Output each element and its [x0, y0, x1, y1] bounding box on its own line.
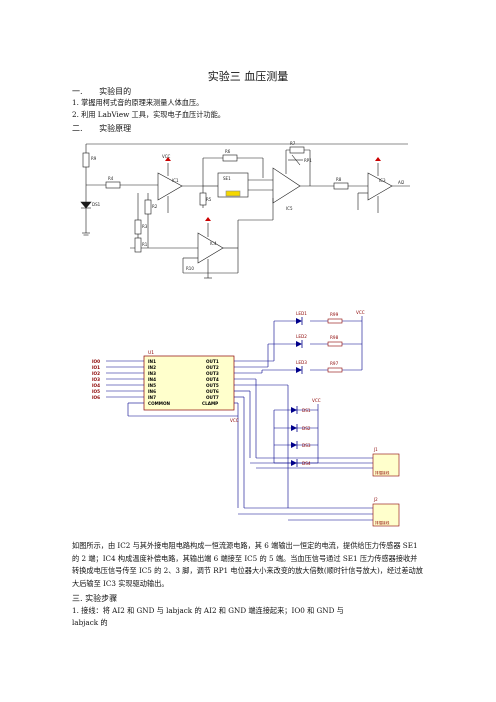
pin-in6: IN6 [148, 389, 156, 394]
label-d1: DS1 [92, 202, 101, 207]
res-label-3: R97 [330, 361, 339, 366]
chip-label: U1 [148, 350, 154, 356]
label-r4: R4 [108, 176, 114, 181]
label-r3: R3 [142, 224, 148, 229]
led-label-1: LED1 [296, 311, 307, 316]
diode-label-4: DS4 [302, 461, 311, 466]
connector-j1 [372, 453, 400, 477]
section-label: 实验原理 [99, 124, 132, 133]
diode-label-3: DS3 [302, 443, 311, 448]
section-heading-principle: 二. 实验原理 [72, 123, 131, 134]
label-ic4: IC4 [210, 241, 217, 246]
diode-label-1: DS1 [302, 408, 311, 413]
pin-out5: OUT5 [206, 383, 219, 388]
pin-clamp: CLAMP [202, 401, 218, 406]
section-heading-steps: 三. 实验步骤 [72, 594, 118, 603]
connector-caption-j2: 排插接线 [375, 520, 390, 525]
goal-item-1: 1. 掌握用柯式音的原理来测量人体血压。 [72, 98, 204, 107]
io-label-0: IO0 [92, 359, 100, 364]
diode-label-2: DS2 [302, 426, 311, 431]
label-r2: R2 [152, 204, 158, 209]
connector-label-j1: J1 [373, 447, 378, 452]
label-se1: SE1 [223, 176, 231, 181]
io-label-1: IO1 [92, 365, 100, 370]
step-1-continued: labjack 的 [72, 618, 108, 627]
led-label-3: LED3 [296, 360, 307, 365]
io-label-2: IO2 [92, 371, 100, 376]
vcc-label-top: VCC [356, 310, 365, 315]
label-r5: R5 [206, 197, 212, 202]
section-number: 二. [72, 124, 83, 133]
section-label: 实验目的 [99, 87, 132, 96]
connector-j2 [372, 503, 400, 527]
label-ic5: IC5 [286, 206, 293, 211]
pin-in7: IN7 [148, 395, 156, 400]
res-label-1: R99 [330, 312, 339, 317]
label-r6: R6 [225, 149, 231, 154]
label-ai2: AI2 [398, 180, 405, 185]
connector-label-j2: J2 [373, 497, 378, 502]
pin-out1: OUT1 [206, 359, 219, 364]
pin-in5: IN5 [148, 383, 156, 388]
label-r9: R9 [91, 156, 97, 161]
label-r7: R7 [290, 141, 296, 146]
io-label-3: IO3 [92, 377, 100, 382]
page-title: 实验三 血压测量 [207, 70, 289, 83]
res-label-2: R98 [330, 335, 339, 340]
pin-in2: IN2 [148, 365, 156, 370]
step-1: 1. 接线：将 AI2 和 GND 与 labjack 的 AI2 和 GND … [72, 606, 344, 615]
label-ic1: IC1 [172, 178, 179, 183]
io-label-6: IO6 [92, 395, 100, 400]
label-r10: R10 [186, 266, 194, 271]
principle-paragraph: 如图所示，由 IC2 与其外接电阻电路构成一恒流源电路，其 6 端输出一恒定的电… [72, 541, 423, 588]
pin-common: COMMON [148, 401, 171, 406]
connector-caption-j1: 排插接线 [375, 470, 390, 475]
label-r1: R1 [142, 242, 148, 247]
section-heading-purpose: 一. 实验目的 [72, 86, 131, 97]
pin-out4: OUT4 [206, 377, 219, 382]
io-label-4: IO4 [92, 383, 100, 388]
pin-out7: OUT7 [206, 395, 219, 400]
label-ic3: IC3 [379, 178, 386, 183]
label-rp1: RP1 [304, 158, 312, 163]
section-number: 一. [72, 87, 83, 96]
pin-in1: IN1 [148, 359, 156, 364]
pin-out3: OUT3 [206, 371, 219, 376]
pin-in3: IN3 [148, 371, 156, 376]
io-label-5: IO5 [92, 389, 100, 394]
label-r8: R8 [336, 177, 342, 182]
vcc-label-mid: VCC [312, 398, 321, 403]
pin-in4: IN4 [148, 377, 156, 382]
pin-out2: OUT2 [206, 365, 219, 370]
vcc-label-bottom: VCC [230, 418, 239, 423]
led-label-2: LED2 [296, 334, 307, 339]
label-vcc: VCC [162, 154, 171, 159]
circuit-diagram-driver: U1 IN1 IN2 IN3 IN4 IN5 IN6 IN7 COMMON OU… [92, 310, 400, 527]
driver-chip [143, 355, 235, 411]
pin-out6: OUT6 [206, 389, 219, 394]
goal-item-2: 2. 利用 LabView 工具，实现电子血压计功能。 [72, 110, 225, 119]
circuit-diagram-amplifier: R9 DS1 R4 IC1 R2 R3 R1 R6 SE1 R5 RP1 R7 … [80, 141, 410, 279]
